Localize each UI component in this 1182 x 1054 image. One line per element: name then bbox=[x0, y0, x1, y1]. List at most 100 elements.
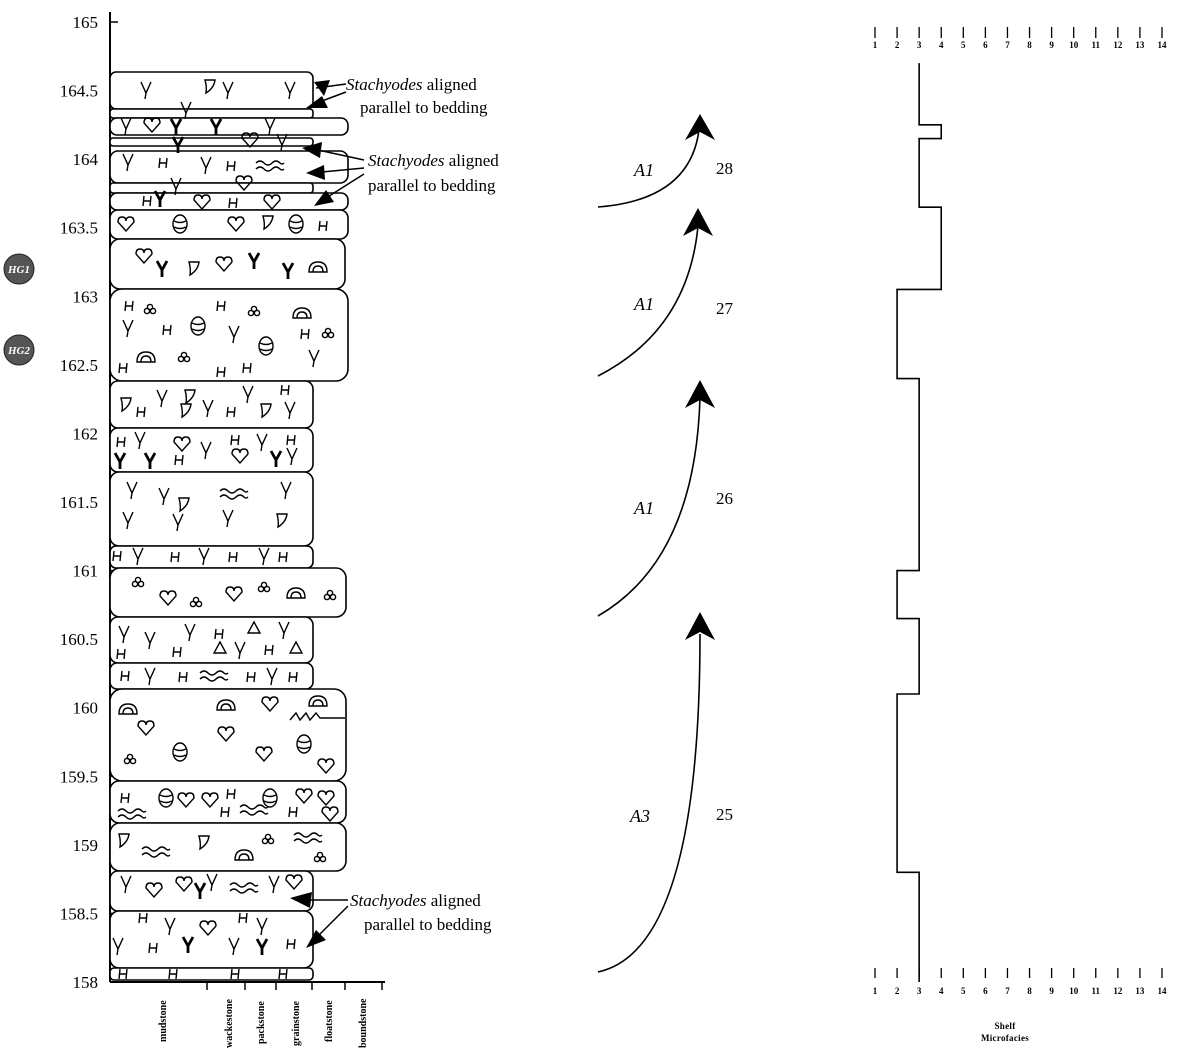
microfacies-tick-label: 4 bbox=[939, 986, 944, 996]
bed bbox=[110, 472, 313, 546]
microfacies-tick-label: 11 bbox=[1092, 40, 1101, 50]
depth-tick-label: 161.5 bbox=[60, 493, 98, 512]
microfacies-tick-label: 13 bbox=[1135, 986, 1145, 996]
microfacies-tick-label: 7 bbox=[1005, 986, 1010, 996]
annotation-line2: parallel to bedding bbox=[368, 176, 496, 195]
cycle-label: A3 bbox=[629, 806, 650, 826]
cycle-arrow-curve bbox=[598, 634, 700, 972]
depth-tick-label: 160 bbox=[73, 699, 99, 718]
microfacies-tick-label: 12 bbox=[1113, 40, 1123, 50]
sample-marker-hg1: HG1 bbox=[4, 254, 34, 284]
microfacies-tick-label: 11 bbox=[1092, 986, 1101, 996]
bed bbox=[110, 568, 346, 617]
texture-axis: mudstone wackestone packstone grainstone… bbox=[110, 982, 385, 1048]
sample-marker-hg2: HG2 bbox=[4, 335, 34, 365]
bed bbox=[110, 72, 313, 109]
cycle-number: 26 bbox=[716, 489, 733, 508]
depth-tick-label: 160.5 bbox=[60, 630, 98, 649]
depth-tick-label: 163 bbox=[73, 287, 99, 306]
annotation-bottom: Stachyodes aligned parallel to bedding bbox=[290, 891, 492, 948]
microfacies-tick-label: 1 bbox=[873, 986, 878, 996]
annotation-line1: Stachyodes aligned bbox=[346, 75, 477, 94]
microfacies-tick-label: 9 bbox=[1049, 40, 1054, 50]
texture-label-packstone: packstone bbox=[256, 1001, 267, 1044]
microfacies-tick-label: 9 bbox=[1049, 986, 1054, 996]
microfacies-tick-label: 10 bbox=[1069, 986, 1079, 996]
microfacies-tick-label: 4 bbox=[939, 40, 944, 50]
cycle-label: A1 bbox=[633, 498, 654, 518]
depth-tick-label: 159 bbox=[73, 836, 99, 855]
bed bbox=[110, 210, 348, 239]
bed bbox=[110, 428, 313, 472]
microfacies-tick-label: 10 bbox=[1069, 40, 1079, 50]
depth-tick-label: 163.5 bbox=[60, 219, 98, 238]
bed bbox=[110, 617, 313, 663]
microfacies-tick-label: 7 bbox=[1005, 40, 1010, 50]
cycle-number: 27 bbox=[716, 299, 734, 318]
depth-tick-label: 159.5 bbox=[60, 767, 98, 786]
microfacies-bottom-scale: 1234567891011121314 bbox=[873, 968, 1167, 996]
sample-marker-label: HG2 bbox=[7, 345, 31, 357]
depth-tick-label: 158.5 bbox=[60, 904, 98, 923]
bed bbox=[110, 289, 348, 381]
microfacies-tick-label: 3 bbox=[917, 986, 922, 996]
bed bbox=[110, 118, 348, 135]
annotation-arrow bbox=[318, 906, 348, 936]
microfacies-curve bbox=[897, 63, 941, 982]
microfacies-tick-label: 2 bbox=[895, 40, 900, 50]
microfacies-axis-title-line1: Shelf bbox=[994, 1021, 1016, 1031]
bed bbox=[110, 239, 345, 289]
annotation-line2: parallel to bedding bbox=[364, 915, 492, 934]
cycle-arrows: A1 28 A1 27 A1 26 A3 25 bbox=[598, 114, 734, 972]
microfacies-axis-title-line2: Microfacies bbox=[981, 1033, 1029, 1043]
microfacies-tick-label: 13 bbox=[1135, 40, 1145, 50]
beds bbox=[110, 72, 348, 980]
depth-tick-label: 161 bbox=[73, 562, 99, 581]
depth-tick-label: 165 bbox=[73, 13, 99, 32]
microfacies-tick-label: 1 bbox=[873, 40, 878, 50]
bed bbox=[110, 663, 313, 689]
cycle-label: A1 bbox=[633, 294, 654, 314]
texture-label-wackestone: wackestone bbox=[224, 999, 235, 1048]
annotation-line1: Stachyodes aligned bbox=[350, 891, 481, 910]
microfacies-tick-label: 5 bbox=[961, 40, 966, 50]
microfacies-tick-label: 8 bbox=[1027, 986, 1032, 996]
bed bbox=[110, 911, 313, 968]
cycle-25: A3 25 bbox=[598, 612, 733, 972]
bed bbox=[110, 151, 348, 183]
depth-tick-label: 162 bbox=[73, 424, 99, 443]
depth-tick-label: 164 bbox=[73, 150, 99, 169]
cycle-number: 28 bbox=[716, 159, 733, 178]
cycle-number: 25 bbox=[716, 805, 733, 824]
microfacies-tick-label: 12 bbox=[1113, 986, 1123, 996]
microfacies-tick-label: 5 bbox=[961, 986, 966, 996]
microfacies-tick-label: 6 bbox=[983, 40, 988, 50]
microfacies-tick-label: 8 bbox=[1027, 40, 1032, 50]
depth-tick-label: 164.5 bbox=[60, 82, 98, 101]
cycle-arrowhead bbox=[685, 114, 715, 140]
texture-label-grainstone: grainstone bbox=[291, 1000, 302, 1046]
texture-label-floatstone: floatstone bbox=[324, 1000, 335, 1042]
annotation-line1: Stachyodes aligned bbox=[368, 151, 499, 170]
cycle-26: A1 26 bbox=[598, 380, 733, 616]
bed bbox=[110, 109, 313, 118]
microfacies-tick-label: 14 bbox=[1158, 986, 1168, 996]
depth-tick-label: 162.5 bbox=[60, 356, 98, 375]
microfacies-tick-label: 3 bbox=[917, 40, 922, 50]
depth-tick-label: 158 bbox=[73, 973, 99, 992]
microfacies-tick-label: 2 bbox=[895, 986, 900, 996]
texture-label-mudstone: mudstone bbox=[158, 1000, 169, 1042]
annotation-top: Stachyodes aligned parallel to bedding bbox=[306, 75, 488, 117]
cycle-28: A1 28 bbox=[598, 114, 733, 207]
cycle-27: A1 27 bbox=[598, 208, 734, 376]
bed bbox=[110, 183, 313, 193]
texture-label-boundstone: boundstone bbox=[358, 998, 369, 1048]
microfacies-tick-label: 6 bbox=[983, 986, 988, 996]
cycle-label: A1 bbox=[633, 160, 654, 180]
sample-marker-label: HG1 bbox=[7, 264, 30, 276]
annotation-line2: parallel to bedding bbox=[360, 98, 488, 117]
microfacies-tick-label: 14 bbox=[1158, 40, 1168, 50]
